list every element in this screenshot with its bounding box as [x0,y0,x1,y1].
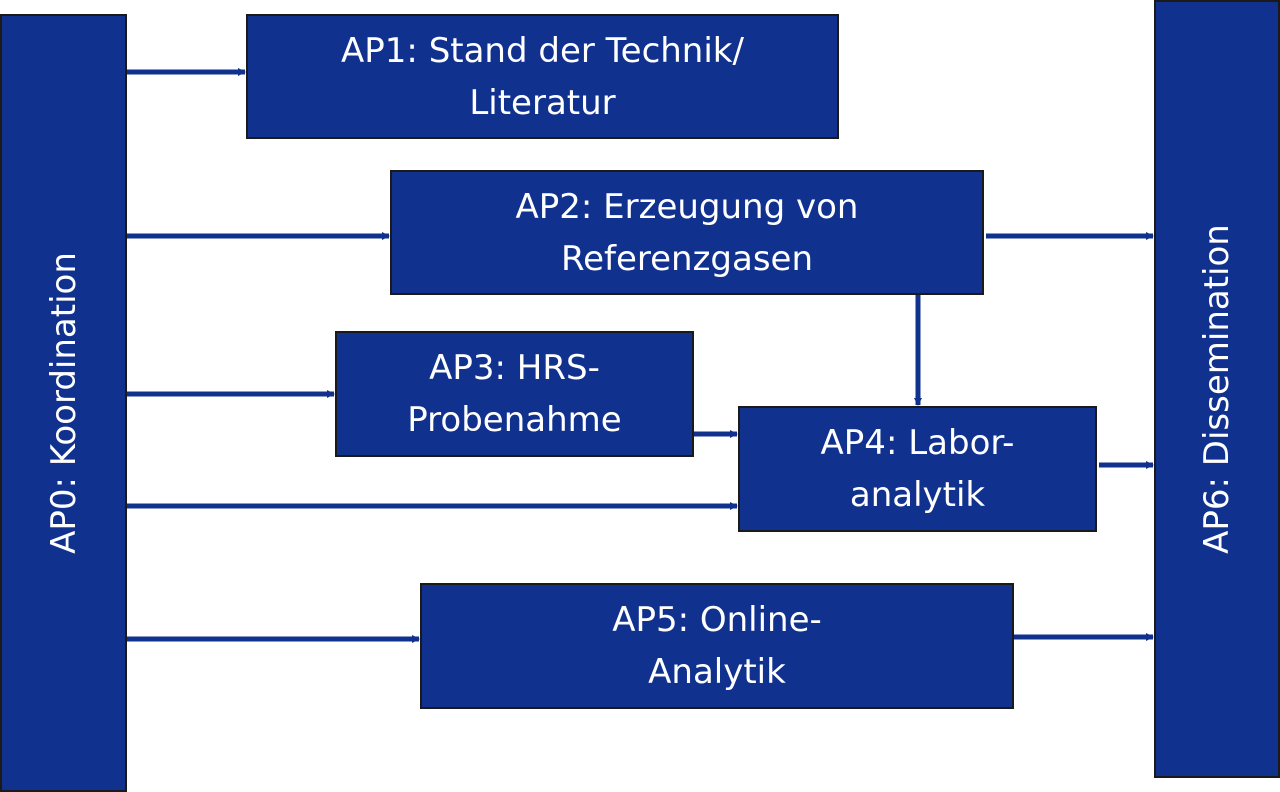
ap5-label-line1: AP5: Online- [612,600,822,640]
ap2-label-line2: Referenzgasen [560,238,814,279]
ap5-label-line2: Analytik [648,652,786,692]
ap4-label-line1: AP4: Labor- [820,423,1015,463]
ap2-label-line1: AP2: Erzeugung von [515,186,859,227]
ap4-laboranalytik-box: AP4: Labor- analytik [738,406,1097,532]
ap2-referenzgase-box: AP2: Erzeugung von Referenzgasen [390,170,984,295]
ap0-koordination-box: AP0: Koordination [0,14,127,792]
ap6-dissemination-box: AP6: Dissemination [1154,0,1280,778]
ap0-label: AP0: Koordination [43,252,84,554]
ap5-online-analytik-box: AP5: Online- Analytik [420,583,1014,709]
ap3-probenahme-box: AP3: HRS- Probenahme [335,331,694,457]
ap1-label-line1: AP1: Stand der Technik/ [341,30,744,71]
ap6-label: AP6: Dissemination [1197,224,1237,554]
ap3-label-line2: Probenahme [407,400,622,440]
ap1-label-line2: Literatur [469,82,616,123]
ap1-stand-der-technik-box: AP1: Stand der Technik/ Literatur [246,14,839,139]
ap3-label-line1: AP3: HRS- [429,348,600,388]
ap4-label-line2: analytik [849,475,986,515]
